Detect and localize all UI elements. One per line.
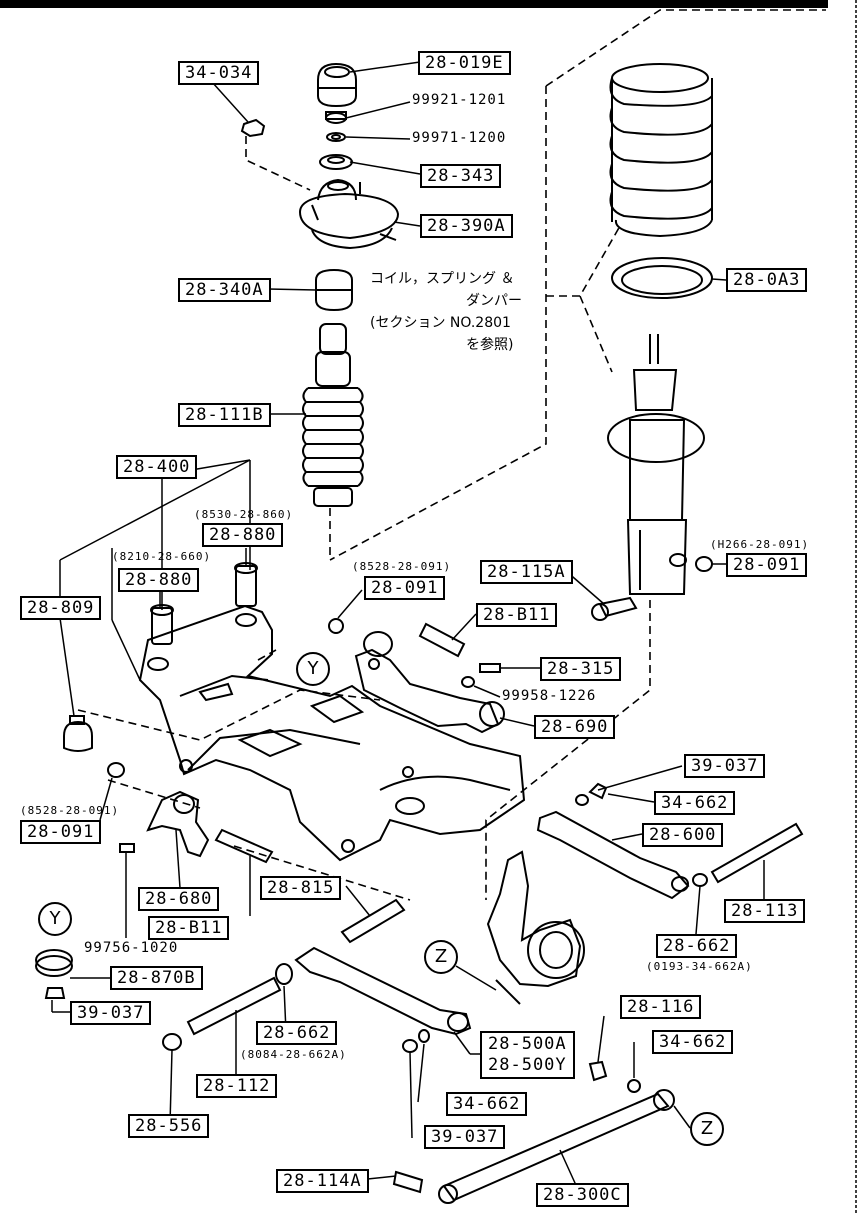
- note-line-1: コイル，スプリング ＆: [370, 271, 515, 287]
- part-label-39-037-lower[interactable]: 39-037: [424, 1125, 506, 1149]
- part-label-28-500[interactable]: 28-500A 28-500Y: [480, 1031, 575, 1079]
- part-label-34-662-lower[interactable]: 34-662: [446, 1092, 528, 1116]
- strut-drawing: [607, 334, 705, 595]
- part-label-28-880-right[interactable]: 28-880: [202, 523, 284, 547]
- part-label-34-034[interactable]: 34-034: [178, 61, 260, 85]
- marker-y-upper: Y: [296, 652, 330, 686]
- jounce-bumper-drawing: [315, 268, 353, 312]
- part-label-28-690[interactable]: 28-690: [534, 715, 616, 739]
- part-label-28-662-right[interactable]: 28-662: [656, 934, 738, 958]
- part-label-28-340A[interactable]: 28-340A: [178, 278, 271, 302]
- control-arm-drawing: [354, 631, 505, 734]
- lateral-rod-drawing: [438, 1089, 675, 1204]
- part-label-34-662-right[interactable]: 34-662: [654, 791, 736, 815]
- part-label-28-091-upper[interactable]: 28-091: [364, 576, 446, 600]
- lateral-link-drawing: [536, 810, 690, 900]
- part-label-28-111B[interactable]: 28-111B: [178, 403, 271, 427]
- coil-spring-drawing: [609, 63, 713, 238]
- part-label-28-815[interactable]: 28-815: [260, 876, 342, 900]
- part-label-28-809[interactable]: 28-809: [20, 596, 102, 620]
- bracket-drawing: [146, 790, 210, 858]
- part-label-28-556[interactable]: 28-556: [128, 1114, 210, 1138]
- part-label-28-B11-lower[interactable]: 28-B11: [148, 916, 230, 940]
- part-label-39-037-right[interactable]: 39-037: [684, 754, 766, 778]
- part-label-28-115A[interactable]: 28-115A: [480, 560, 573, 584]
- part-label-34-662-lateral[interactable]: 34-662: [652, 1030, 734, 1054]
- note-line-3: (セクション NO.2801: [370, 315, 511, 331]
- part-label-28-114A[interactable]: 28-114A: [276, 1169, 369, 1193]
- ref-0193-34-662A: (0193-34-662A): [646, 960, 753, 973]
- bump-stop-drawing: [317, 62, 357, 108]
- part-label-28-500A[interactable]: 28-500A: [488, 1034, 567, 1054]
- ref-8084-28-662A: (8084-28-662A): [240, 1048, 347, 1061]
- strut-mount-drawing: [298, 178, 400, 250]
- part-number-99958-1226[interactable]: 99958-1226: [502, 688, 597, 704]
- ref-8528-28-091-lower: (8528-28-091): [20, 804, 120, 817]
- knuckle-drawing: [486, 850, 585, 1005]
- part-label-28-870B[interactable]: 28-870B: [110, 966, 203, 990]
- part-label-28-0A3[interactable]: 28-0A3: [726, 268, 808, 292]
- dust-boot-drawing: [302, 323, 364, 507]
- part-label-28-300C[interactable]: 28-300C: [536, 1183, 629, 1207]
- part-label-28-680[interactable]: 28-680: [138, 887, 220, 911]
- marker-z-rod: Z: [690, 1112, 724, 1146]
- part-label-28-116[interactable]: 28-116: [620, 995, 702, 1019]
- ref-8528-28-091-upper: (8528-28-091): [352, 560, 452, 573]
- part-number-99756-1020[interactable]: 99756-1020: [84, 940, 179, 956]
- part-number-99971-1200[interactable]: 99971-1200: [412, 130, 507, 146]
- part-label-28-343[interactable]: 28-343: [420, 164, 502, 188]
- part-number-99921-1201[interactable]: 99921-1201: [412, 92, 507, 108]
- ref-8210-28-660: (8210-28-660): [112, 550, 212, 563]
- part-label-28-091-lower[interactable]: 28-091: [20, 820, 102, 844]
- note-line-4: を参照): [466, 337, 514, 353]
- part-label-28-600[interactable]: 28-600: [642, 823, 724, 847]
- part-label-28-500Y[interactable]: 28-500Y: [488, 1055, 567, 1075]
- part-label-28-880-left[interactable]: 28-880: [118, 568, 200, 592]
- marker-z-knuckle: Z: [424, 940, 458, 974]
- part-label-28-019E[interactable]: 28-019E: [418, 51, 511, 75]
- crossmember-drawing: [138, 604, 526, 862]
- lower-arm-drawing: [294, 946, 472, 1036]
- marker-y-lower: Y: [38, 902, 72, 936]
- part-label-28-400[interactable]: 28-400: [116, 455, 198, 479]
- part-label-28-112[interactable]: 28-112: [196, 1074, 278, 1098]
- ref-H266-28-091: (H266-28-091): [710, 538, 810, 551]
- part-label-28-315[interactable]: 28-315: [540, 657, 622, 681]
- top-border: [0, 0, 828, 8]
- part-label-39-037-left[interactable]: 39-037: [70, 1001, 152, 1025]
- note-line-2: ダンパー: [466, 293, 522, 309]
- part-label-28-662-left[interactable]: 28-662: [256, 1021, 338, 1045]
- part-label-28-390A[interactable]: 28-390A: [420, 214, 513, 238]
- part-label-28-091-strut[interactable]: 28-091: [726, 553, 808, 577]
- part-label-28-B11-upper[interactable]: 28-B11: [476, 603, 558, 627]
- ref-8530-28-860: (8530-28-860): [194, 508, 294, 521]
- coil-spring-damper-note: コイル，スプリング ＆ ダンパー (セクション NO.2801 を参照): [370, 268, 522, 356]
- part-label-28-113[interactable]: 28-113: [724, 899, 806, 923]
